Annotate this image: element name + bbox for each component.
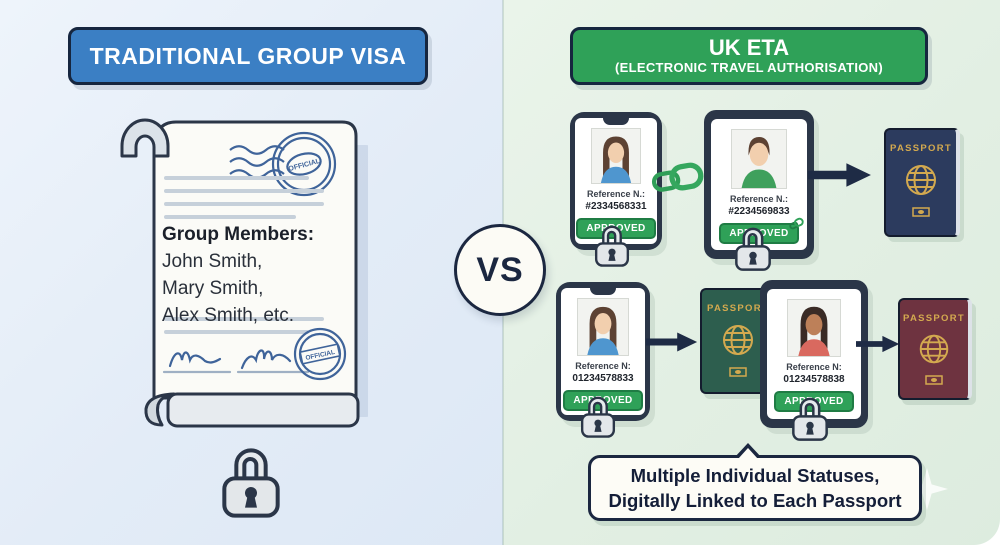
member-name-1: John Smith, <box>162 251 263 272</box>
passport-label: PASSPORT <box>890 143 952 154</box>
reference-number: 01234578833 <box>572 373 634 384</box>
eta-tablet-1: Reference N.: #2234569833 APPROVED <box>704 110 814 259</box>
passport-navy: PASSPORT <box>884 128 960 237</box>
padlock-icon <box>222 448 280 518</box>
callout-pointer-fill <box>738 448 758 459</box>
reference-label: Reference N: <box>575 361 631 371</box>
group-visa-document: OFFICIAL <box>120 118 368 428</box>
signature-right <box>236 349 310 374</box>
passport-emblem-icon <box>912 207 930 217</box>
reference-number: 01234578838 <box>783 374 845 385</box>
vs-text: VS <box>476 250 524 289</box>
passport-emblem-icon <box>729 367 747 377</box>
reference-number: #2334568331 <box>585 201 647 212</box>
callout-line-2: Digitally Linked to Each Passport <box>608 490 902 511</box>
member-name-2: Mary Smith, <box>162 278 264 299</box>
padlock-icon <box>594 225 630 267</box>
signature-left <box>162 351 232 374</box>
person-photo-icon <box>591 128 641 184</box>
paper-bottom-roll <box>166 392 360 428</box>
phone-notch <box>590 288 616 295</box>
padlock-icon <box>735 227 771 271</box>
arrow-right-icon <box>856 335 900 353</box>
person-photo-icon <box>787 299 841 357</box>
group-members-block: Group Members: John Smith, Mary Smith, A… <box>162 221 362 329</box>
callout-line-1: Multiple Individual Statuses, <box>630 465 880 486</box>
link-badge-icon <box>788 217 804 230</box>
eta-callout: Multiple Individual Statuses, Digitally … <box>588 443 922 521</box>
tablet-screen: Reference N.: #2234569833 APPROVED <box>711 119 807 250</box>
padlock-icon <box>792 397 828 441</box>
postmark-stamp-icon: OFFICIAL <box>229 131 337 197</box>
vs-badge: VS <box>454 224 546 316</box>
group-members-label: Group Members: <box>162 224 315 245</box>
globe-icon <box>906 165 936 195</box>
reference-label: Reference N.: <box>729 194 789 204</box>
person-photo-icon <box>731 129 787 189</box>
chain-link-icon <box>651 162 704 192</box>
paper-bottom-curl <box>144 392 176 427</box>
member-name-3: Alex Smith, etc. <box>162 305 294 326</box>
official-seal-icon: OFFICIAL <box>293 327 347 381</box>
paper-top-curl <box>120 118 170 158</box>
passport-label: PASSPORT <box>707 303 769 314</box>
globe-icon <box>919 334 949 364</box>
passport-emblem-icon <box>925 375 943 385</box>
passport-label: PASSPORT <box>903 313 965 324</box>
reference-label: Reference N: <box>786 362 842 372</box>
reference-number: #2234569833 <box>728 206 790 217</box>
right-subtitle-text: (ELECTRONIC TRAVEL AUTHORISATION) <box>615 60 883 75</box>
traditional-visa-panel: TRADITIONAL GROUP VISA OFFICIAL <box>0 0 503 545</box>
tablet-screen: Reference N: 01234578838 APPROVED <box>767 289 861 419</box>
reference-label: Reference N.: <box>586 189 646 199</box>
right-panel-title: UK ETA (ELECTRONIC TRAVEL AUTHORISATION) <box>570 27 928 85</box>
padlock-icon <box>580 396 616 438</box>
arrow-right-icon <box>646 332 698 352</box>
passport-maroon: PASSPORT <box>898 298 972 400</box>
phone-screen: Reference N.: #2334568331 APPROVED <box>575 118 657 244</box>
arrow-right-icon <box>808 163 871 187</box>
eta-phone-2: Reference N: 01234578833 APPROVED <box>556 282 650 421</box>
globe-icon <box>723 325 753 355</box>
person-photo-icon <box>577 298 629 356</box>
phone-screen: Reference N: 01234578833 APPROVED <box>561 288 645 415</box>
phone-notch <box>603 118 629 125</box>
left-title-text: TRADITIONAL GROUP VISA <box>89 42 407 69</box>
left-panel-title: TRADITIONAL GROUP VISA <box>68 27 428 85</box>
document-text-lines <box>164 176 324 334</box>
right-title-text: UK ETA <box>708 35 790 60</box>
